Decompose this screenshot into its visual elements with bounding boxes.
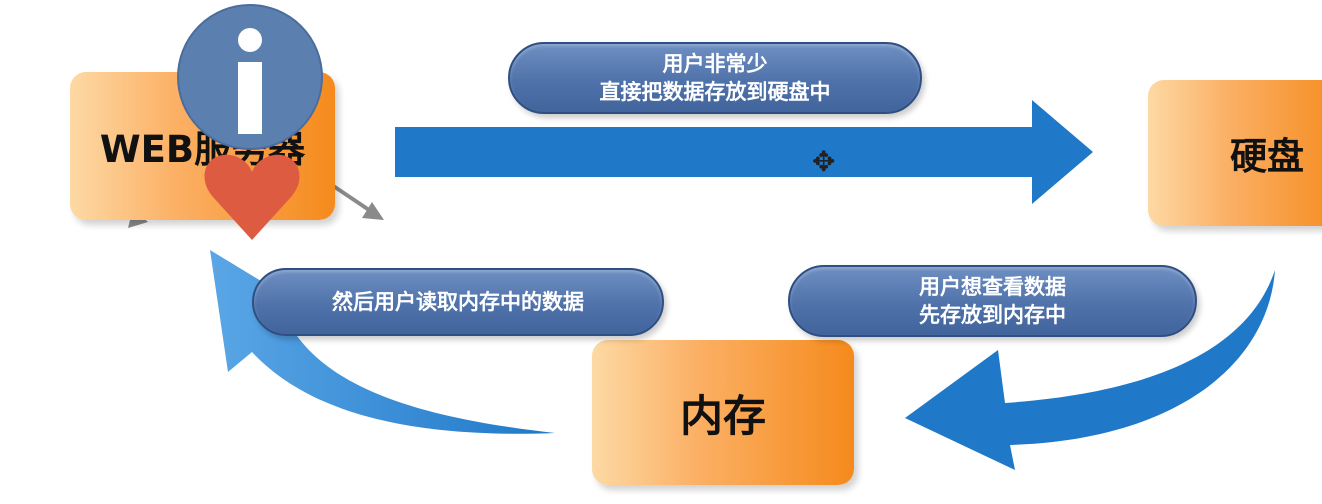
info-icon xyxy=(177,4,323,150)
arrow-memory-to-web xyxy=(210,250,555,434)
move-cursor-icon: ✥ xyxy=(812,145,836,178)
label-to-memory-line2: 先存放到内存中 xyxy=(919,303,1066,327)
arrow-web-to-disk xyxy=(395,100,1093,204)
heart-icon xyxy=(204,154,300,240)
label-to-memory: 用户想查看数据 先存放到内存中 xyxy=(788,265,1197,337)
node-memory-label: 内存 xyxy=(680,391,766,442)
node-disk: 硬盘 xyxy=(1148,80,1322,226)
node-disk-label: 硬盘 xyxy=(1230,135,1304,178)
label-direct-to-disk-line1: 用户非常少 xyxy=(662,52,768,76)
node-memory: 内存 xyxy=(592,340,854,485)
label-read-memory: 然后用户读取内存中的数据 xyxy=(252,268,664,336)
label-direct-to-disk-line2: 直接把数据存放到硬盘中 xyxy=(599,80,831,104)
label-direct-to-disk: 用户非常少 直接把数据存放到硬盘中 xyxy=(508,42,922,114)
label-read-memory-line1: 然后用户读取内存中的数据 xyxy=(332,290,584,314)
arrow-disk-to-memory xyxy=(905,270,1275,470)
label-to-memory-line1: 用户想查看数据 xyxy=(919,275,1066,299)
